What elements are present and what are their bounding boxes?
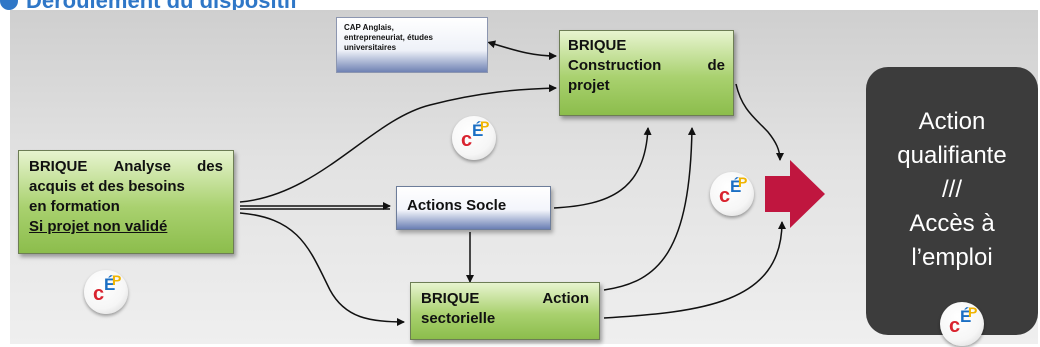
construction-line-3: projet: [568, 77, 610, 94]
arrow-analyse-construction: [239, 84, 557, 203]
bullet-icon: [0, 0, 18, 10]
construction-line-1: BRIQUE: [568, 37, 627, 54]
action-qualifiante-box: Action qualifiante /// Accès à l’emploi: [866, 67, 1038, 335]
arrow-cap-construction: [487, 40, 557, 60]
cap-line-2: entrepreneuriat, études: [344, 33, 433, 42]
arrow-socle-construction: [553, 127, 652, 209]
final-line-2: qualifiante: [897, 142, 1007, 169]
big-arrow-icon: [765, 160, 825, 228]
final-line-3: ///: [941, 176, 962, 203]
sectorielle-line-2: sectorielle: [421, 310, 496, 327]
final-line-5: l’emploi: [911, 244, 993, 271]
analyse-line-4: Si projet non validé: [29, 218, 168, 235]
cap-line-1: CAP Anglais,: [344, 23, 394, 32]
analyse-line-3: en formation: [29, 198, 120, 215]
actions-socle-box: Actions Socle: [396, 186, 551, 230]
section-title: Déroulement du dispositif: [0, 0, 297, 15]
cap-options-box: CAP Anglais, entrepreneuriat, études uni…: [336, 17, 488, 73]
arrow-construction-bigarrow: [735, 83, 784, 161]
final-line-4: Accès à: [909, 210, 995, 237]
final-line-1: Action: [918, 108, 986, 135]
arrow-analyse-sectorielle: [239, 212, 405, 326]
section-title-text: Déroulement du dispositif: [26, 0, 298, 13]
cap-line-3: universitaires: [344, 43, 397, 52]
actions-socle-label: Actions Socle: [407, 197, 507, 214]
analyse-line-2: acquis et des besoins: [29, 178, 185, 195]
arrow-sectorielle-construction: [603, 127, 696, 291]
arrow-sectorielle-final: [603, 221, 786, 319]
